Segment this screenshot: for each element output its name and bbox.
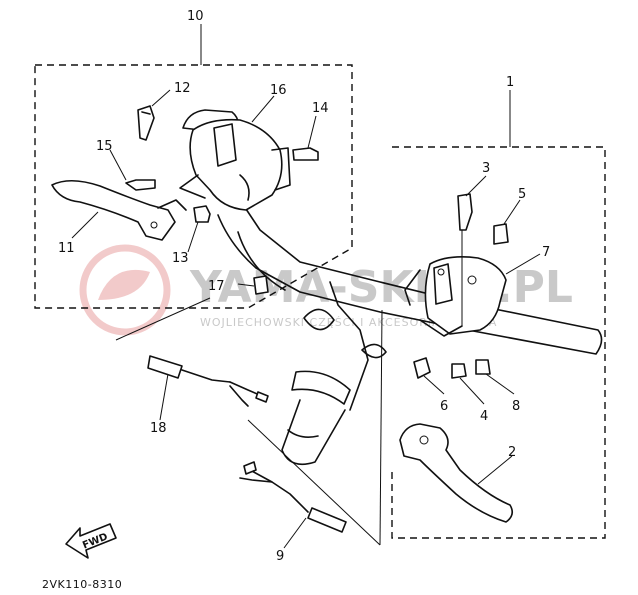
callout-16: 16 — [270, 83, 287, 98]
callout-numbers: 10 1 12 16 14 15 11 13 17 3 5 7 6 4 8 2 … — [58, 9, 550, 564]
bolt-12 — [137, 105, 155, 141]
watermark-logo — [79, 244, 171, 336]
callout-13: 13 — [172, 251, 189, 266]
bolt-5 — [493, 223, 509, 245]
callout-2: 2 — [508, 445, 516, 460]
callout-9: 9 — [276, 549, 284, 564]
right-lever — [399, 423, 514, 523]
left-lever — [51, 179, 187, 241]
watermark-text: YAMA-SKLEP.PL — [189, 262, 573, 313]
watermark-subtext: WOJLIECHOWSKI CZĘŚCI I AKCESORIA YAMAHA — [200, 316, 497, 329]
nut-4 — [451, 363, 467, 379]
left-lever-holder — [179, 118, 291, 211]
group-box-10 — [34, 64, 353, 309]
callout-6: 6 — [440, 399, 448, 414]
callout-8: 8 — [512, 399, 520, 414]
leader-lines — [71, 24, 541, 549]
bolt-8 — [475, 359, 491, 375]
bolt-17 — [253, 275, 269, 295]
bolt-15 — [125, 179, 156, 191]
switch-18 — [147, 355, 269, 407]
group-box-1 — [391, 146, 606, 539]
callout-4: 4 — [480, 409, 488, 424]
callout-12: 12 — [174, 81, 191, 96]
callout-5: 5 — [518, 187, 526, 202]
switch-9 — [239, 461, 347, 533]
nut-13 — [193, 205, 211, 223]
bolt-3 — [457, 193, 473, 231]
callout-17: 17 — [208, 279, 225, 294]
callout-7: 7 — [542, 245, 550, 260]
callout-10: 10 — [187, 9, 204, 24]
callout-14: 14 — [312, 101, 329, 116]
callout-11: 11 — [58, 241, 75, 256]
right-lever-holder — [419, 256, 507, 337]
bolt-6 — [413, 357, 431, 379]
callout-18: 18 — [150, 421, 167, 436]
callout-1: 1 — [506, 75, 514, 90]
callout-15: 15 — [96, 139, 113, 154]
forward-arrow-icon: FWD — [65, 523, 117, 559]
callout-3: 3 — [482, 161, 490, 176]
diagram-code: 2VK110-8310 — [42, 578, 122, 591]
bolt-14 — [292, 147, 319, 161]
left-bolts — [125, 105, 319, 295]
